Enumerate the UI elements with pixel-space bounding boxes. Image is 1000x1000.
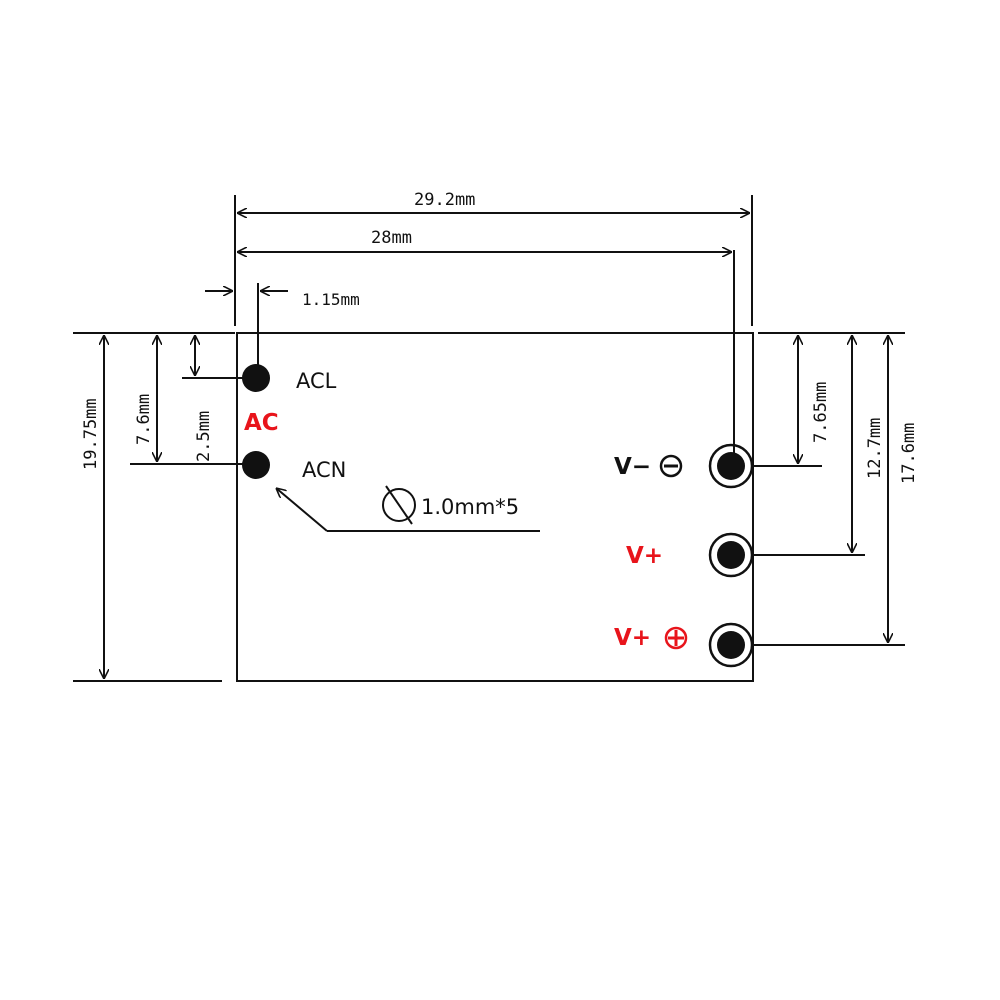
dim-label-vplus2-offset: 17.6mm: [899, 423, 919, 484]
diameter-slash: [385, 485, 413, 525]
dim-label-overall-width: 29.2mm: [414, 190, 475, 210]
plus-icon: [664, 626, 688, 650]
dim-label-vplus-offset: 12.7mm: [865, 418, 885, 479]
pin-label-acl: ACL: [296, 369, 337, 393]
pin-acn-hole: [242, 451, 270, 479]
dim-label-pin-offset: 1.15mm: [302, 290, 360, 309]
diameter-icon: [382, 488, 416, 522]
pin-label-acn: ACN: [302, 458, 346, 482]
dim-label-ac-spacing: 7.6mm: [134, 394, 154, 445]
pin-label-vplus: V+: [626, 543, 663, 569]
pin-label-vminus: V−: [614, 454, 651, 480]
pin-vminus-hole: [717, 452, 745, 480]
hole-spec-label: 1.0mm*5: [421, 495, 519, 519]
pin-acl-hole: [242, 364, 270, 392]
minus-icon: [659, 454, 683, 478]
dim-label-acl-offset: 2.5mm: [194, 411, 214, 462]
pin-vplus2-hole: [717, 631, 745, 659]
pin-label-ac-group: AC: [244, 410, 279, 436]
dim-label-vminus-offset: 7.65mm: [811, 382, 831, 443]
dim-label-overall-height: 19.75mm: [81, 398, 101, 470]
module-outline: [236, 332, 754, 682]
dim-label-pin-width: 28mm: [371, 228, 412, 248]
pin-vplus-hole: [717, 541, 745, 569]
pin-label-vplus2: V+: [614, 625, 651, 651]
